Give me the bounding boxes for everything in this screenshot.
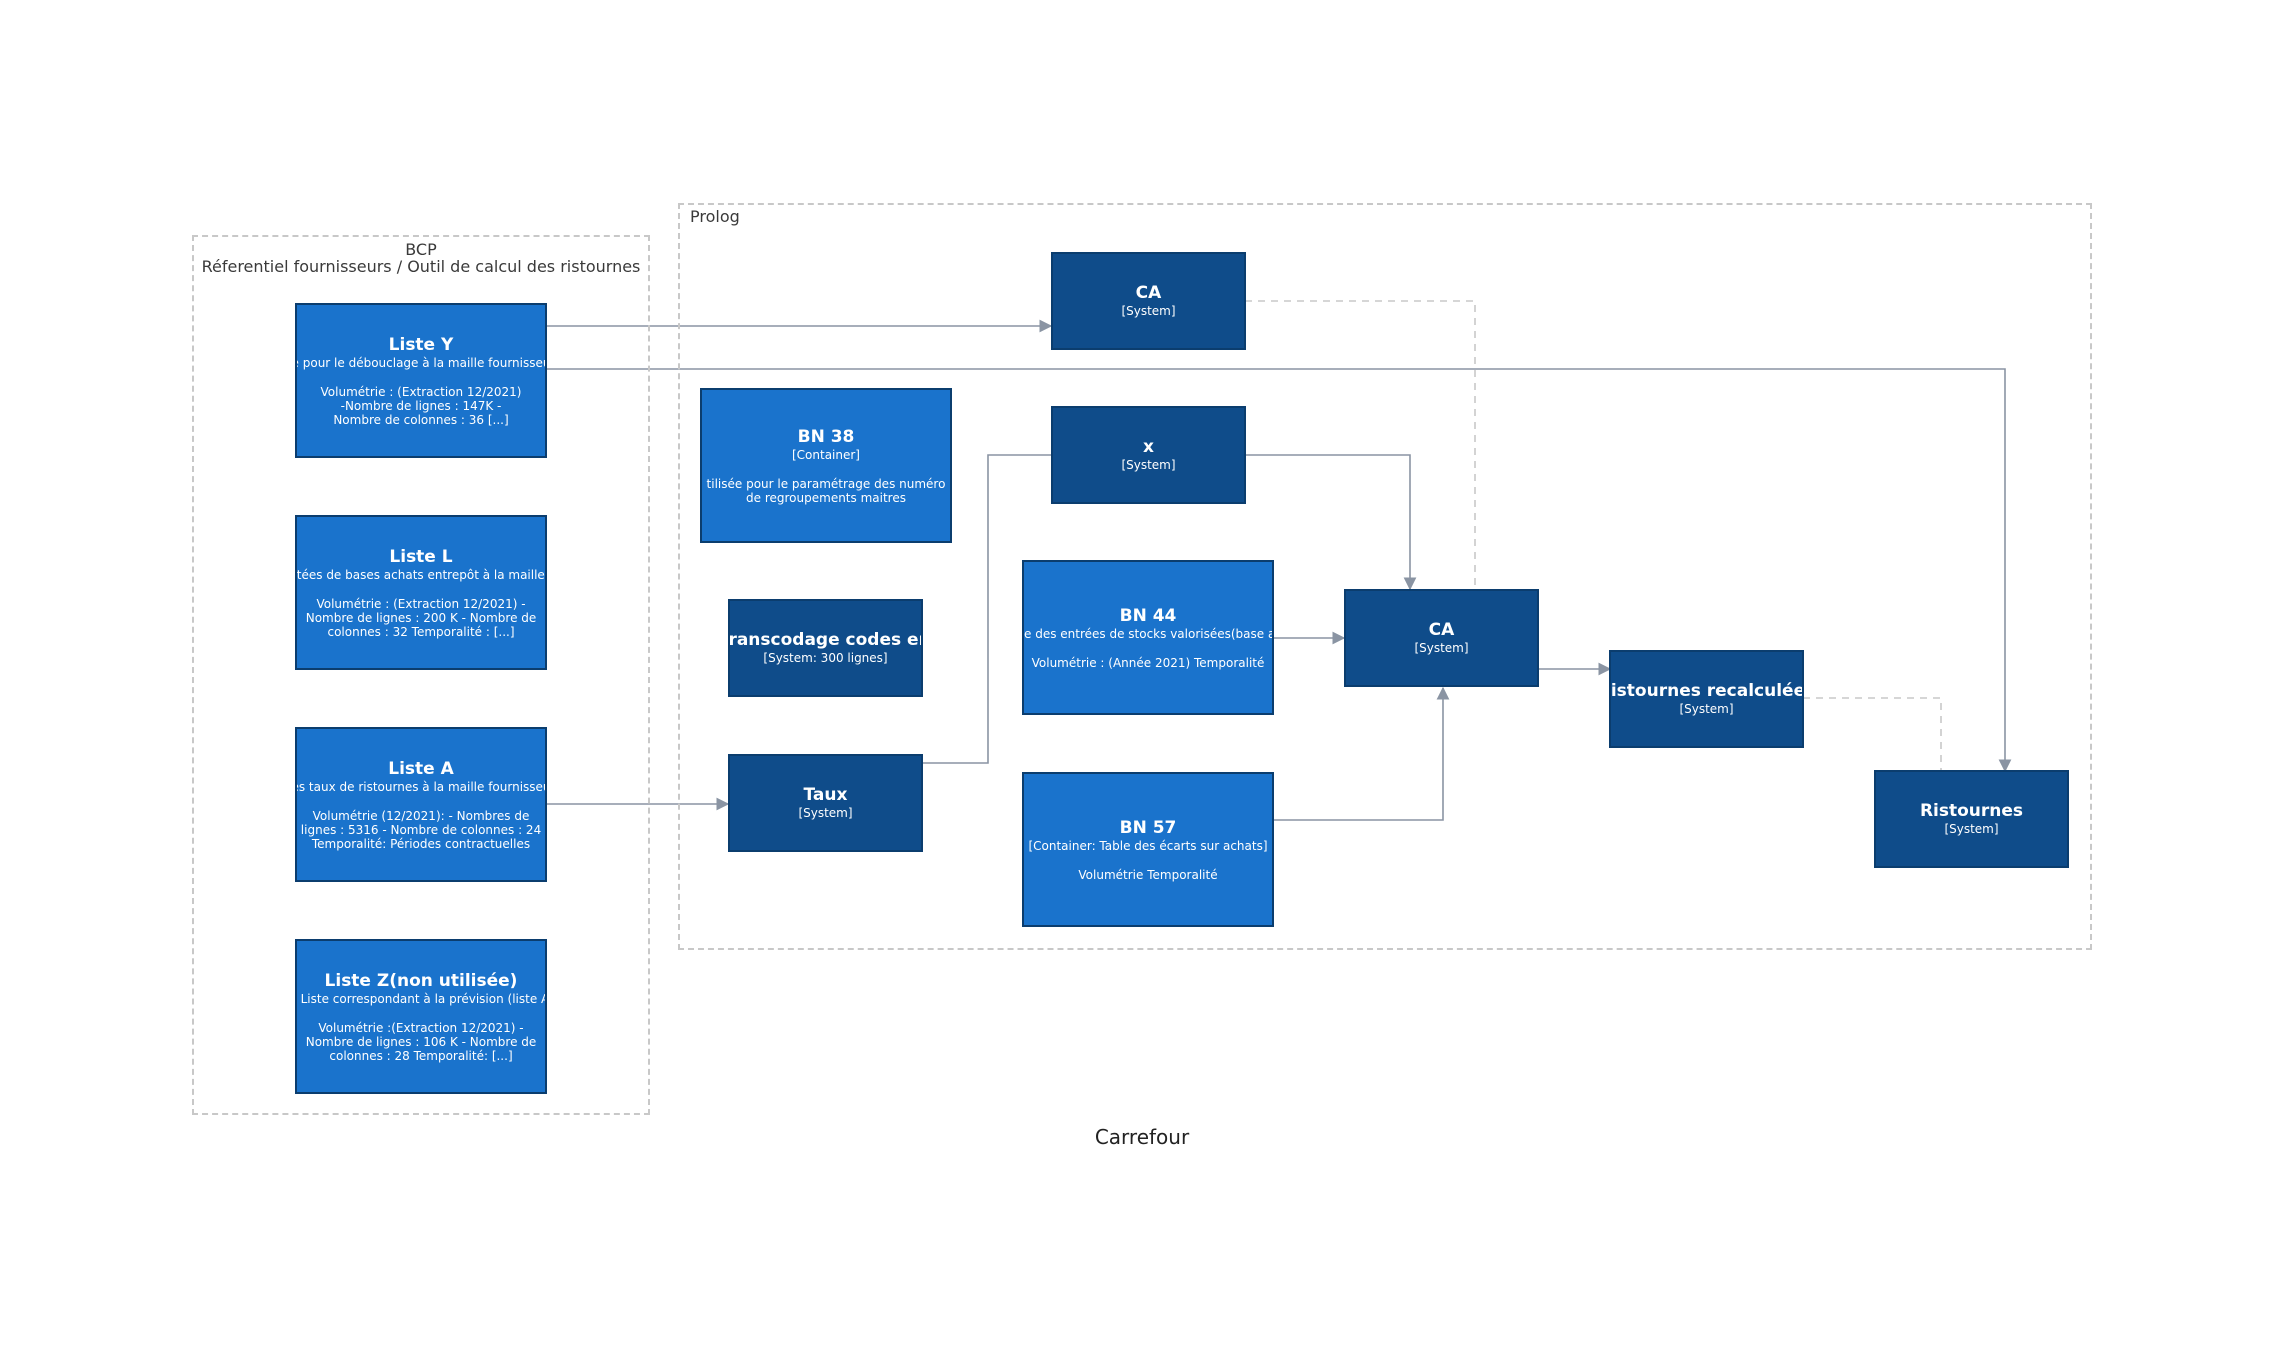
desc-line: Volumétrie (12/2021): - Nombres de <box>312 808 530 823</box>
desc-line: Volumétrie : (Année 2021) Temporalité <box>1031 655 1265 670</box>
node-bn38[interactable]: BN 38 [Container] tilisée pour le paramé… <box>700 388 952 543</box>
node-type: le des entrées de stocks valorisées(base… <box>1022 626 1274 641</box>
desc-line: Nombre de colonnes : 36 [...] <box>333 412 509 427</box>
prolog-boundary-title: Prolog <box>690 207 740 226</box>
node-type: : Liste correspondant à la prévision (li… <box>295 991 547 1006</box>
prolog-boundary <box>678 203 2092 950</box>
edge-ca-top-to-ca-mid-dashed <box>1245 300 1476 590</box>
node-title: x <box>1143 437 1154 457</box>
node-type: [System] <box>1121 458 1176 472</box>
edge-liste-y-to-ristournes <box>545 368 2012 773</box>
node-description: Volumétrie :(Extraction 12/2021) - Nombr… <box>297 1021 545 1063</box>
node-title: Liste L <box>389 546 453 567</box>
node-liste-l[interactable]: Liste L ntées de bases achats entrepôt à… <box>295 515 547 670</box>
bcp-boundary <box>192 235 650 1115</box>
desc-line: de regroupements maitres <box>746 490 906 505</box>
node-type: [System] <box>798 806 853 820</box>
node-title: Ristournes recalculées <box>1610 681 1804 701</box>
bcp-boundary-title: BCP <box>405 240 437 259</box>
diagram-footer-title: Carrefour <box>1094 1125 1190 1149</box>
node-type: [Container] <box>791 447 860 462</box>
node-liste-a[interactable]: Liste A es taux de ristournes à la maill… <box>295 727 547 882</box>
node-description: Volumétrie : (Extraction 12/2021) -Nombr… <box>297 385 545 427</box>
node-title: CA <box>1135 283 1162 303</box>
node-description: Volumétrie : (Année 2021) Temporalité <box>1024 656 1272 670</box>
node-title: Ristournes <box>1919 801 2024 821</box>
desc-line: colonnes : 32 Temporalité : [...] <box>327 624 515 639</box>
node-type: [System] <box>1679 702 1734 716</box>
node-description: tilisée pour le paramétrage des numéro d… <box>702 477 950 505</box>
node-transcodage[interactable]: transcodage codes en [System: 300 lignes… <box>728 599 923 697</box>
node-liste-z[interactable]: Liste Z(non utilisée) : Liste correspond… <box>295 939 547 1094</box>
desc-line: Volumétrie :(Extraction 12/2021) - <box>318 1020 524 1035</box>
node-ristournes[interactable]: Ristournes [System] <box>1874 770 2069 868</box>
node-type: [System: 300 lignes] <box>763 651 888 665</box>
edge-bn57-to-ca-mid <box>1273 686 1450 821</box>
desc-line: Volumétrie : (Extraction 12/2021) - <box>316 596 526 611</box>
desc-line: Nombre de lignes : 106 K - Nombre de <box>305 1034 537 1049</box>
node-title: transcodage codes en <box>728 630 923 650</box>
edge-ristournes-recalc-to-ristournes-dashed <box>1803 697 1942 770</box>
node-x[interactable]: x [System] <box>1051 406 1246 504</box>
node-ristournes-recalculees[interactable]: Ristournes recalculées [System] <box>1609 650 1804 748</box>
node-title: Liste Z(non utilisée) <box>324 970 518 991</box>
node-description: Volumétrie : (Extraction 12/2021) - Nomb… <box>297 597 545 639</box>
node-title: Liste A <box>388 758 454 779</box>
desc-line: Volumétrie : (Extraction 12/2021) <box>320 384 522 399</box>
node-ca-mid[interactable]: CA [System] <box>1344 589 1539 687</box>
bcp-boundary-subtitle: Réferentiel fournisseurs / Outil de calc… <box>201 257 641 276</box>
node-description: Volumétrie (12/2021): - Nombres de ligne… <box>297 809 545 851</box>
node-type: ntées de bases achats entrepôt à la mail… <box>295 567 547 582</box>
desc-line: lignes : 5316 - Nombre de colonnes : 24 <box>300 822 542 837</box>
desc-line: tilisée pour le paramétrage des numéro <box>706 476 946 491</box>
node-type: [System] <box>1121 304 1176 318</box>
node-title: BN 44 <box>1119 605 1177 626</box>
desc-line: Volumétrie Temporalité <box>1078 867 1218 882</box>
node-type: [System] <box>1944 822 1999 836</box>
node-title: BN 38 <box>797 426 855 447</box>
edge-taux-to-x <box>922 454 1051 764</box>
node-liste-y[interactable]: Liste Y e pour le débouclage à la maille… <box>295 303 547 458</box>
node-type: [System] <box>1414 641 1469 655</box>
node-taux[interactable]: Taux [System] <box>728 754 923 852</box>
desc-line: Temporalité: Périodes contractuelles <box>311 836 531 851</box>
node-bn44[interactable]: BN 44 le des entrées de stocks valorisée… <box>1022 560 1274 715</box>
node-type: es taux de ristournes à la maille fourni… <box>295 779 547 794</box>
desc-line: colonnes : 28 Temporalité: [...] <box>329 1048 513 1063</box>
node-bn57[interactable]: BN 57 [Container: Table des écarts sur a… <box>1022 772 1274 927</box>
desc-line: -Nombre de lignes : 147K - <box>340 398 502 413</box>
node-type: e pour le débouclage à la maille fournis… <box>295 355 547 370</box>
node-title: CA <box>1428 620 1455 640</box>
node-title: BN 57 <box>1119 817 1177 838</box>
edge-x-to-ca-mid <box>1245 454 1417 591</box>
node-ca-top[interactable]: CA [System] <box>1051 252 1246 350</box>
desc-line: Nombre de lignes : 200 K - Nombre de <box>305 610 537 625</box>
node-type: [Container: Table des écarts sur achats] <box>1028 838 1268 853</box>
node-title: Taux <box>803 785 848 805</box>
node-title: Liste Y <box>388 334 454 355</box>
node-description: Volumétrie Temporalité <box>1024 868 1272 882</box>
